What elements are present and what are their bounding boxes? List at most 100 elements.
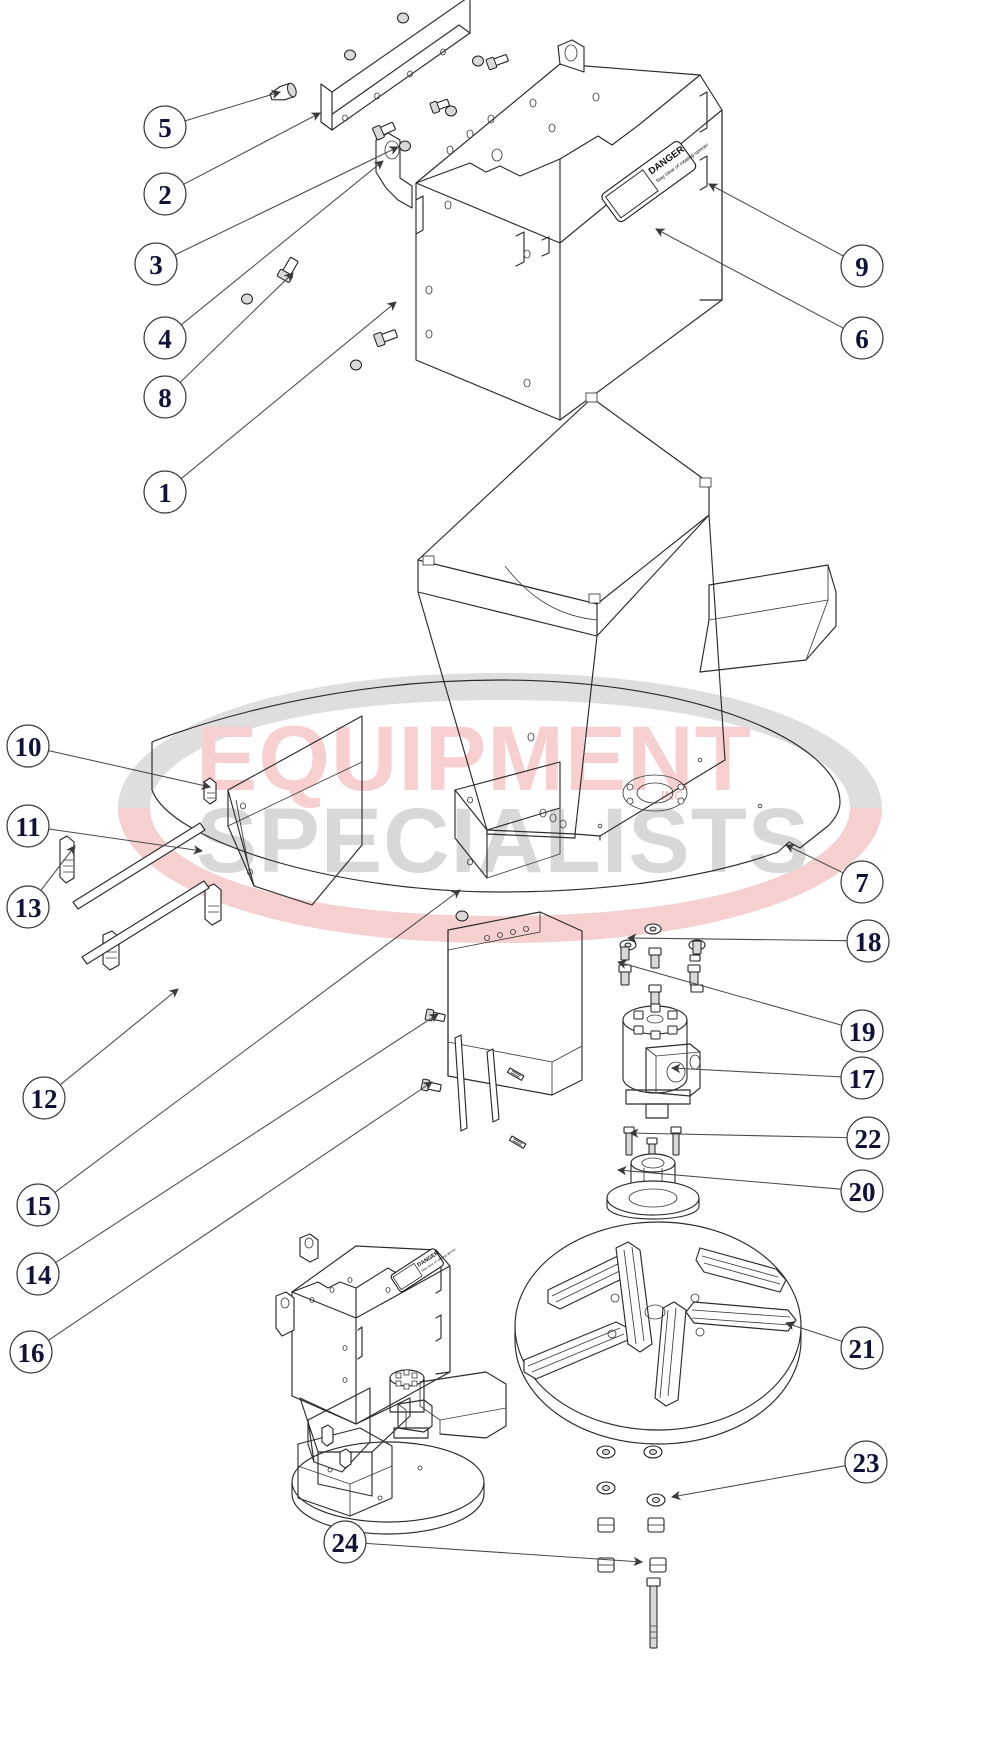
spinner-fastener-stack xyxy=(596,1445,667,1649)
callout-circle-16 xyxy=(9,1330,53,1374)
callout-balloon-16[interactable]: 16 xyxy=(9,1330,53,1374)
callout-number-14: 14 xyxy=(25,1260,52,1290)
callout-number-17: 17 xyxy=(849,1064,876,1094)
leader-line-24 xyxy=(365,1542,644,1567)
motor-body xyxy=(622,1003,701,1119)
watermark-line2: SPECIALISTS xyxy=(196,790,810,892)
callout-circle-6 xyxy=(840,316,884,360)
leader-line-15 xyxy=(54,889,461,1193)
callout-balloon-21[interactable]: 21 xyxy=(840,1326,884,1370)
callout-circle-13 xyxy=(6,885,50,929)
leader-line-21 xyxy=(785,1321,843,1342)
callout-number-13: 13 xyxy=(15,893,42,923)
leader-line-22 xyxy=(628,1128,848,1139)
leader-line-5 xyxy=(184,89,282,122)
callout-balloon-8[interactable]: 8 xyxy=(143,375,187,419)
spinner-disc xyxy=(514,1221,802,1445)
callout-balloon-10[interactable]: 10 xyxy=(6,724,50,768)
callout-balloon-1[interactable]: 1 xyxy=(143,470,187,514)
callout-balloon-3[interactable]: 3 xyxy=(134,242,178,286)
callout-circle-20 xyxy=(840,1169,884,1213)
callout-number-4: 4 xyxy=(158,324,172,354)
washer-row-1 xyxy=(596,1445,663,1459)
leader-line-4 xyxy=(180,160,384,326)
callout-balloon-11[interactable]: 11 xyxy=(6,804,50,848)
callout-circle-2 xyxy=(143,172,187,216)
callout-balloon-7[interactable]: 7 xyxy=(840,860,884,904)
callout-balloon-9[interactable]: 9 xyxy=(840,244,884,288)
callout-number-8: 8 xyxy=(158,383,172,413)
leader-line-14 xyxy=(55,1013,439,1264)
callout-circle-18 xyxy=(846,919,890,963)
callout-number-18: 18 xyxy=(855,927,882,957)
callout-number-5: 5 xyxy=(158,113,172,143)
watermark-line1: EQUIPMENT xyxy=(196,708,752,810)
callout-circle-11 xyxy=(6,804,50,848)
callout-circle-1 xyxy=(143,470,187,514)
callout-circle-9 xyxy=(840,244,884,288)
callout-circle-24 xyxy=(323,1520,367,1564)
callout-number-21: 21 xyxy=(849,1334,876,1364)
leader-line-20 xyxy=(616,1166,842,1190)
callout-circle-22 xyxy=(846,1116,890,1160)
leader-line-18 xyxy=(626,933,848,943)
leader-line-16 xyxy=(48,1081,433,1341)
leader-line-19 xyxy=(616,959,842,1026)
callout-circle-21 xyxy=(840,1326,884,1370)
leader-line-13 xyxy=(40,845,76,891)
assembly-bracket xyxy=(321,1424,352,1469)
callout-circle-10 xyxy=(6,724,50,768)
callout-balloon-19[interactable]: 19 xyxy=(840,1009,884,1053)
callout-circle-15 xyxy=(16,1183,60,1227)
leader-line-12 xyxy=(59,988,179,1086)
callout-circle-23 xyxy=(844,1440,888,1484)
leader-line-1 xyxy=(180,301,397,480)
callout-number-3: 3 xyxy=(149,250,163,280)
callout-circle-5 xyxy=(143,105,187,149)
callout-balloon-24[interactable]: 24 xyxy=(323,1520,367,1564)
callout-number-10: 10 xyxy=(15,732,42,762)
callout-number-9: 9 xyxy=(855,252,869,282)
callout-circle-3 xyxy=(134,242,178,286)
callout-balloon-23[interactable]: 23 xyxy=(844,1440,888,1484)
leader-line-9 xyxy=(708,183,844,257)
callout-balloon-22[interactable]: 22 xyxy=(846,1116,890,1160)
leader-line-6 xyxy=(655,228,844,329)
callout-circle-8 xyxy=(143,375,187,419)
callout-number-1: 1 xyxy=(158,478,172,508)
callout-balloon-17[interactable]: 17 xyxy=(840,1056,884,1100)
callout-number-2: 2 xyxy=(158,180,172,210)
long-bolt xyxy=(646,1577,661,1649)
leader-line-2 xyxy=(183,112,321,185)
callout-balloon-14[interactable]: 14 xyxy=(16,1252,60,1296)
callout-number-16: 16 xyxy=(18,1338,45,1368)
deflector-shield xyxy=(59,715,363,971)
washer-row-2 xyxy=(596,1481,666,1507)
leader-line-17 xyxy=(670,1063,842,1078)
nut-row-2 xyxy=(597,1557,667,1573)
hopper-box: DANGER Stay clear of rotating spinner xyxy=(375,39,723,421)
spinner-fins xyxy=(523,1241,797,1407)
leader-line-7 xyxy=(785,844,844,874)
callout-circle-19 xyxy=(840,1009,884,1053)
callout-number-20: 20 xyxy=(849,1177,876,1207)
callout-balloon-12[interactable]: 12 xyxy=(22,1076,66,1120)
callout-balloon-18[interactable]: 18 xyxy=(846,919,890,963)
callout-balloon-2[interactable]: 2 xyxy=(143,172,187,216)
callout-balloon-13[interactable]: 13 xyxy=(6,885,50,929)
callout-balloon-6[interactable]: 6 xyxy=(840,316,884,360)
callout-balloon-20[interactable]: 20 xyxy=(840,1169,884,1213)
callout-balloon-4[interactable]: 4 xyxy=(143,316,187,360)
cotter-pin-a xyxy=(506,1067,525,1081)
nut-row-1 xyxy=(597,1517,665,1533)
shield-bracket-mid xyxy=(204,883,222,926)
top-mounting-strip xyxy=(320,0,471,131)
callout-balloon-5[interactable]: 5 xyxy=(143,105,187,149)
callout-number-6: 6 xyxy=(855,324,869,354)
callout-balloon-15[interactable]: 15 xyxy=(16,1183,60,1227)
hardware-fasteners-top xyxy=(241,12,509,371)
